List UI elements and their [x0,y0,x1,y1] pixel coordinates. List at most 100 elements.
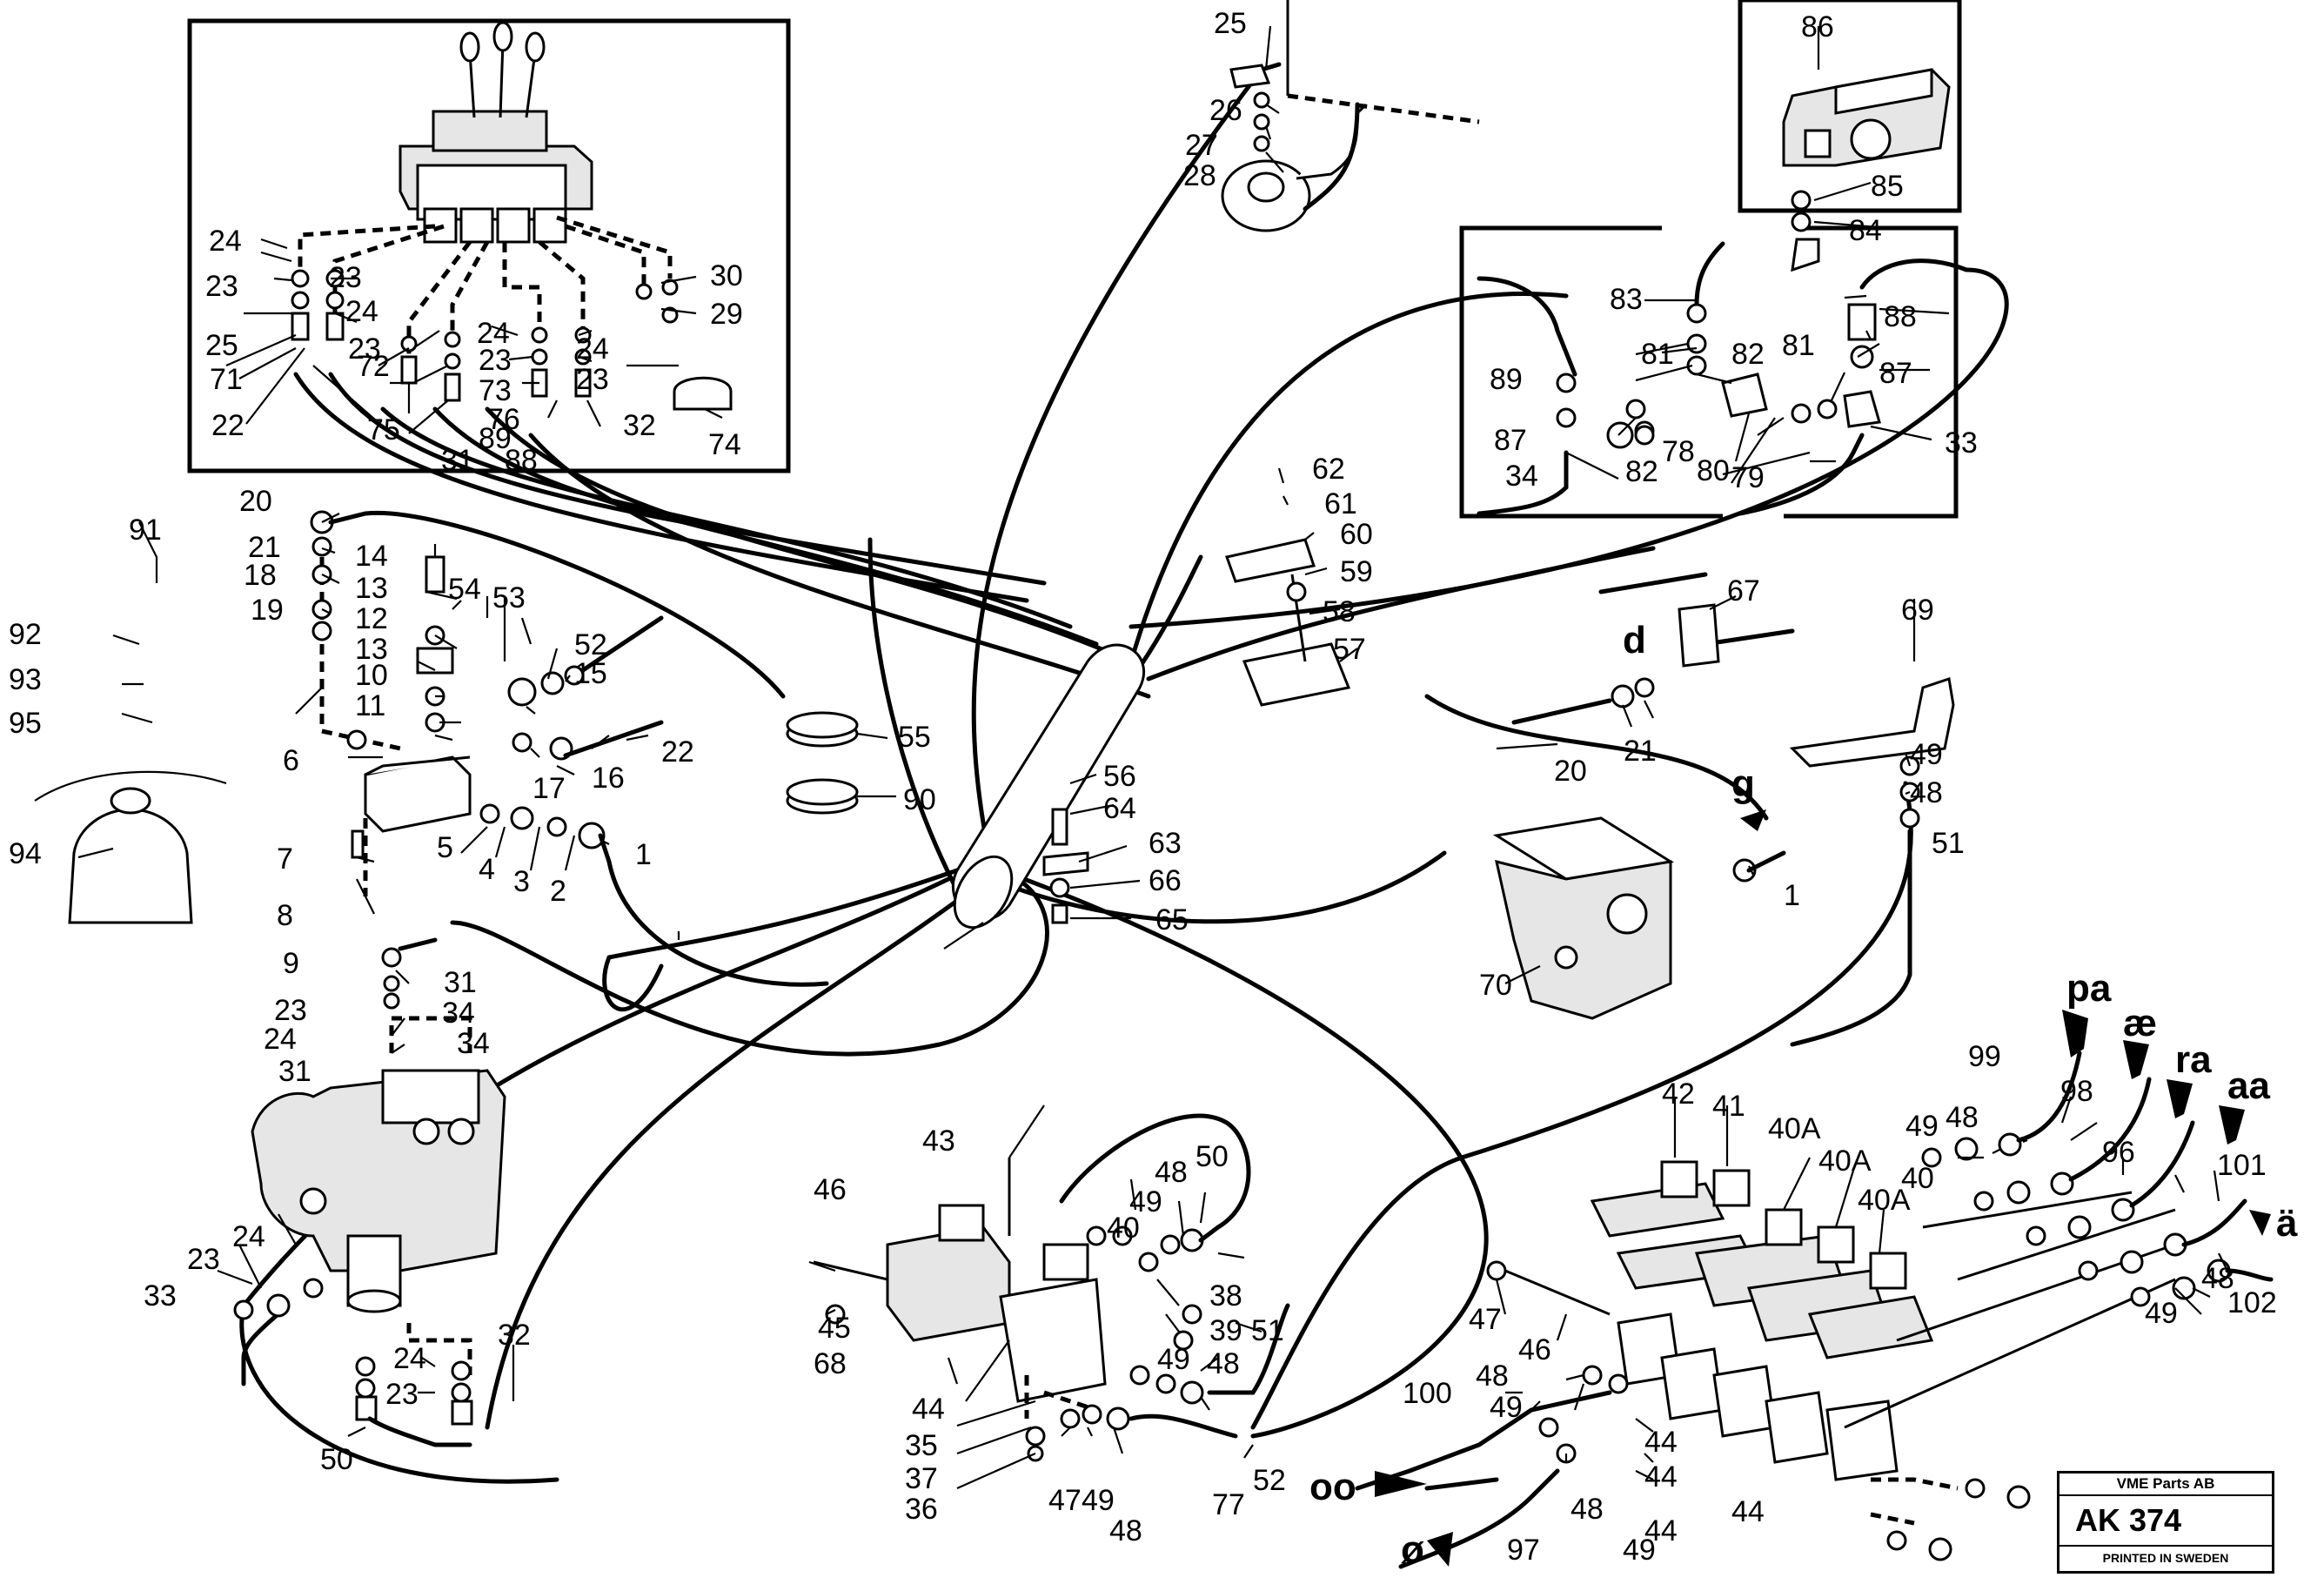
label-25: 25 [1214,7,1247,40]
valve-86 [1782,68,1951,272]
label-23: 23 [274,994,307,1027]
label-98: 98 [2060,1075,2093,1108]
label-49: 49 [1157,1343,1190,1376]
label-18: 18 [244,559,277,592]
label-24: 24 [264,1023,297,1056]
accumulator-94 [34,770,227,924]
label-20: 20 [1554,755,1587,788]
label-51: 51 [1251,1314,1284,1347]
label-15: 15 [574,657,607,690]
label-17: 17 [532,772,566,805]
label-34: 34 [442,997,475,1030]
label-81: 81 [1641,338,1674,371]
block-5-fittings [310,510,829,987]
label-41: 41 [1712,1090,1745,1123]
marker-oo: oo [1309,1466,1356,1508]
label-48: 48 [1946,1101,1979,1134]
label-94: 94 [9,837,42,870]
label-38: 38 [1209,1279,1242,1312]
label-48: 48 [1109,1514,1142,1547]
label-13: 13 [355,572,388,605]
hose-clamps [786,711,859,815]
control-lever-frame [187,18,791,473]
label-40A: 40A [1818,1145,1872,1178]
label-82: 82 [1731,338,1765,371]
label-73: 73 [479,374,512,407]
label-37: 37 [905,1462,938,1495]
label-19: 19 [251,594,284,627]
lever-fittings [291,269,733,411]
label-55: 55 [898,721,931,754]
label-49: 49 [1490,1391,1523,1424]
label-97: 97 [1507,1534,1540,1567]
label-62: 62 [1312,453,1345,486]
label-80: 80 [1697,454,1730,487]
label-49: 49 [1082,1484,1115,1517]
label-2: 2 [550,875,566,908]
label-84: 84 [1849,214,1882,247]
label-63: 63 [1149,827,1182,860]
tee-67 [1511,572,1795,725]
label-83: 83 [1610,283,1643,316]
label-22: 22 [661,735,694,769]
label-87: 87 [1879,357,1912,390]
marker-aa: aa [2227,1064,2270,1107]
label-67: 67 [1727,574,1760,608]
label-27: 27 [1185,129,1218,162]
tube-clamp [1042,808,1089,924]
label-69: 69 [1901,594,1934,627]
label-100: 100 [1403,1377,1452,1410]
valve-block-5 [319,522,472,896]
label-90: 90 [903,783,936,816]
label-44: 44 [1644,1426,1678,1459]
label-49: 49 [1129,1185,1162,1218]
bundle-sleeve-56 [951,643,1146,930]
solenoid-valve-group [1590,1160,2031,1561]
label-24: 24 [576,332,609,366]
label-14: 14 [355,540,388,573]
label-48: 48 [1207,1347,1240,1380]
label-12: 12 [355,602,388,635]
label-40A: 40A [1858,1184,1911,1217]
label-65: 65 [1155,903,1189,936]
label-31: 31 [444,966,477,999]
label-91: 91 [129,514,162,547]
label-51: 51 [1932,827,1965,860]
label-57: 57 [1333,633,1366,666]
label-40: 40 [1901,1162,1934,1195]
label-33: 33 [144,1279,177,1312]
label-43: 43 [922,1124,955,1158]
marker-d: d [1623,619,1646,661]
label-70: 70 [1479,969,1512,1002]
label-44: 44 [1644,1460,1678,1494]
label-50: 50 [1195,1140,1229,1173]
label-40A: 40A [1768,1112,1821,1145]
label-61: 61 [1324,487,1357,520]
label-48: 48 [1910,776,1943,809]
label-78: 78 [1662,435,1695,468]
label-33: 33 [1945,426,1978,460]
label-26: 26 [1209,94,1242,127]
label-88: 88 [505,444,538,477]
part-number-labels: 1 1 2 3 4 5 6 7 8 9 10 11 12 13 13 14 15… [9,7,2277,1567]
label-7: 7 [277,842,293,876]
label-32: 32 [498,1319,531,1352]
marker-auml: ä [2276,1202,2298,1245]
label-48: 48 [1476,1359,1509,1393]
label-44: 44 [1731,1495,1765,1528]
label-56: 56 [1103,760,1136,793]
label-44: 44 [1644,1514,1678,1547]
label-24: 24 [393,1342,426,1375]
label-82: 82 [1625,455,1658,488]
label-8: 8 [277,899,293,932]
label-59: 59 [1340,555,1373,588]
label-47: 47 [1469,1303,1502,1336]
marker-pa: pa [2066,967,2112,1010]
label-42: 42 [1662,1077,1695,1111]
label-24: 24 [345,295,378,328]
label-86: 86 [1801,10,1834,44]
label-88: 88 [1884,300,1917,333]
label-31: 31 [441,444,474,477]
label-25: 25 [205,329,238,362]
